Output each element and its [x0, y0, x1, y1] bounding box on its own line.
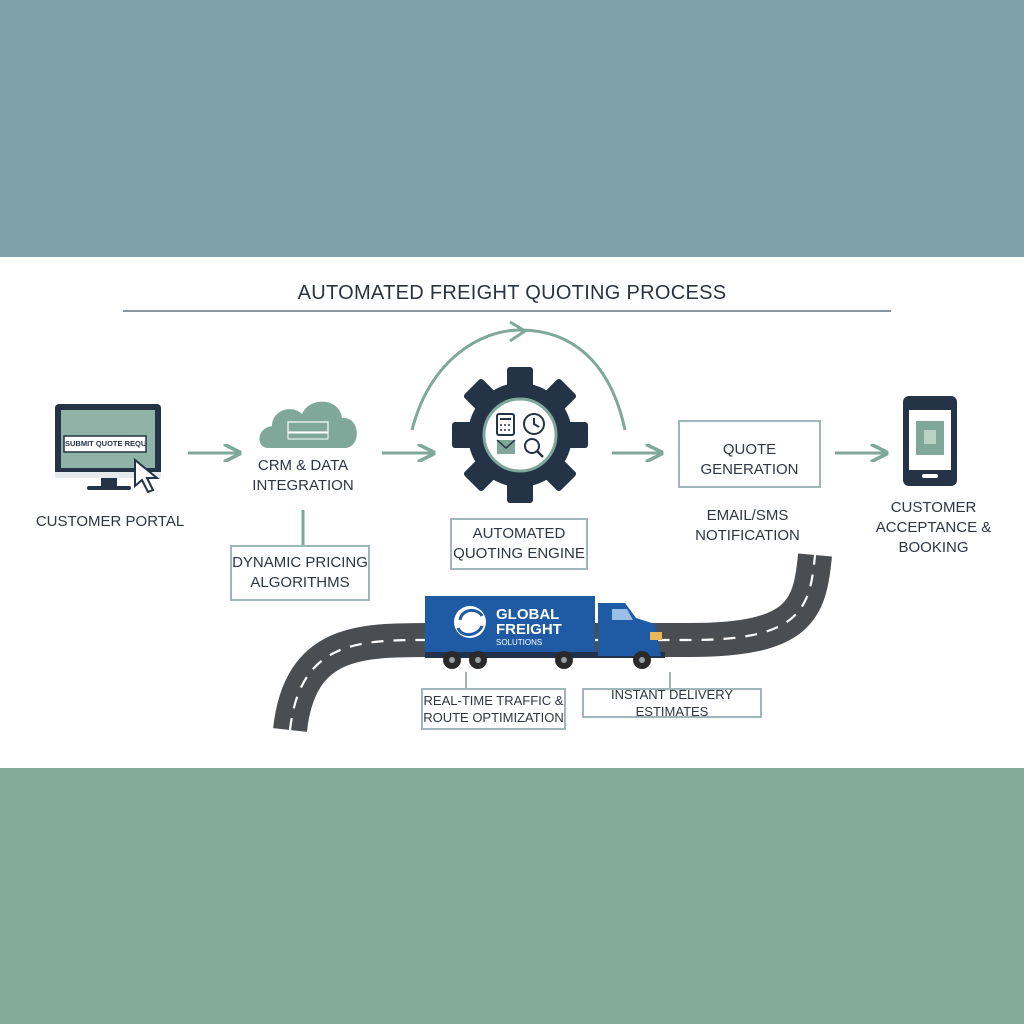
envelope-icon: [496, 439, 516, 454]
notification-line2: NOTIFICATION: [695, 527, 800, 544]
traffic-line1: REAL-TIME TRAFFIC &: [423, 693, 564, 708]
crm-label: CRM & DATA INTEGRATION: [233, 456, 373, 496]
clock-icon: [523, 413, 545, 435]
crm-label-line1: CRM & DATA: [257, 457, 349, 474]
crm-label-line2: INTEGRATION: [252, 477, 354, 494]
quoting-engine-box: AUTOMATED QUOTING ENGINE: [450, 518, 588, 570]
quoting-engine-line2: QUOTING ENGINE: [453, 545, 585, 562]
diagram-panel: [0, 257, 1024, 768]
cursor-icon: [134, 457, 160, 494]
loop-arrow: [410, 328, 627, 431]
bottom-band: [0, 768, 1024, 1024]
quoting-engine-line1: AUTOMATED: [472, 525, 566, 542]
monitor-icon: [55, 404, 161, 490]
calculator-icon: [496, 413, 515, 436]
delivery-estimates-box: INSTANT DELIVERY ESTIMATES: [582, 687, 762, 719]
notification-line1: EMAIL/SMS: [706, 507, 789, 524]
truck-logo-line3: SOLUTIONS: [496, 638, 542, 647]
top-band: [0, 0, 1024, 257]
search-icon: [524, 438, 544, 458]
delivery-estimates-label: INSTANT DELIVERY ESTIMATES: [610, 687, 734, 719]
quote-generation-label: QUOTE GENERATION: [700, 441, 799, 478]
title-divider: [123, 310, 891, 312]
smartphone-icon: [903, 396, 957, 486]
acceptance-line2: ACCEPTANCE & BOOKING: [875, 519, 992, 556]
traffic-line2: ROUTE OPTIMIZATION: [423, 710, 564, 725]
page-title: AUTOMATED FREIGHT QUOTING PROCESS: [297, 282, 727, 304]
notification-label: EMAIL/SMS NOTIFICATION: [670, 506, 825, 546]
dynamic-pricing-line2: ALGORITHMS: [250, 574, 350, 591]
portal-screen-text: SUBMIT QUOTE REQUEST: [65, 439, 145, 448]
quote-generation-box: QUOTE GENERATION: [678, 420, 821, 488]
dynamic-pricing-box: DYNAMIC PRICING ALGORITHMS: [230, 545, 370, 601]
truck-icon: [425, 596, 665, 669]
cloud-icon: [259, 401, 357, 448]
customer-portal-label: CUSTOMER PORTAL: [35, 513, 185, 530]
gear-icon: [452, 367, 588, 503]
truck-logo-line1: GLOBAL: [496, 606, 559, 623]
acceptance-line1: CUSTOMER: [890, 499, 977, 516]
acceptance-label: CUSTOMER ACCEPTANCE & BOOKING: [846, 498, 1021, 558]
traffic-box: REAL-TIME TRAFFIC & ROUTE OPTIMIZATION: [421, 688, 566, 730]
dynamic-pricing-line1: DYNAMIC PRICING: [232, 554, 368, 571]
truck-logo-line2: FREIGHT: [496, 621, 562, 638]
